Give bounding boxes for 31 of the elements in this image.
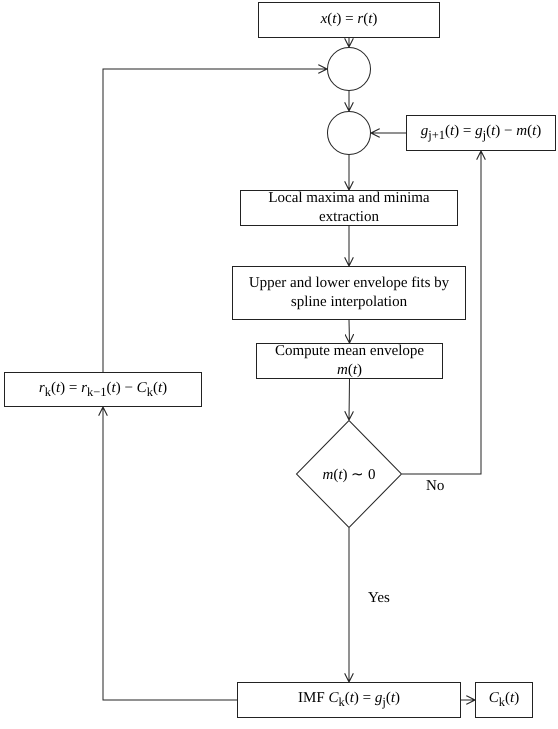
arrow [98,406,238,700]
node-text: Compute mean envelope m(t) [274,342,426,380]
arrow [344,320,354,344]
arrow [344,226,354,267]
summing-circle [327,47,371,91]
node-text: IMF C$_{k}$(t) = g$_{j}$(t) [298,689,400,711]
process-box [256,343,443,379]
arrow [344,154,354,191]
node-text: Upper and lower envelope fits by spline interpolation [248,274,450,312]
process-box [237,682,461,718]
arrow [402,150,486,474]
arrow [344,378,354,421]
arrow [344,90,354,112]
node-text: r$_{k}$(t) = r$_{k−1}$(t) − C$_{k}$(t) [38,378,168,400]
arrow [344,528,354,683]
process-box [475,682,533,718]
process-box [232,266,466,320]
node-text: C$_{k}$(t) [488,689,520,711]
node-text: g$_{j+1}$(t) = g$_{j}$(t) − m(t) [420,122,542,144]
summing-circle [327,111,371,155]
node-text: x(t) = r(t) [320,10,378,30]
arrow [102,64,328,372]
arrow [344,37,354,48]
arrow [460,694,476,706]
process-box [4,372,202,407]
process-box [258,2,440,38]
node-text: m(t) ∼ 0 [322,466,376,484]
arrow [370,128,406,138]
process-box [406,115,556,151]
process-box [240,190,458,226]
node-text: Local maxima and minima extraction [267,188,431,227]
